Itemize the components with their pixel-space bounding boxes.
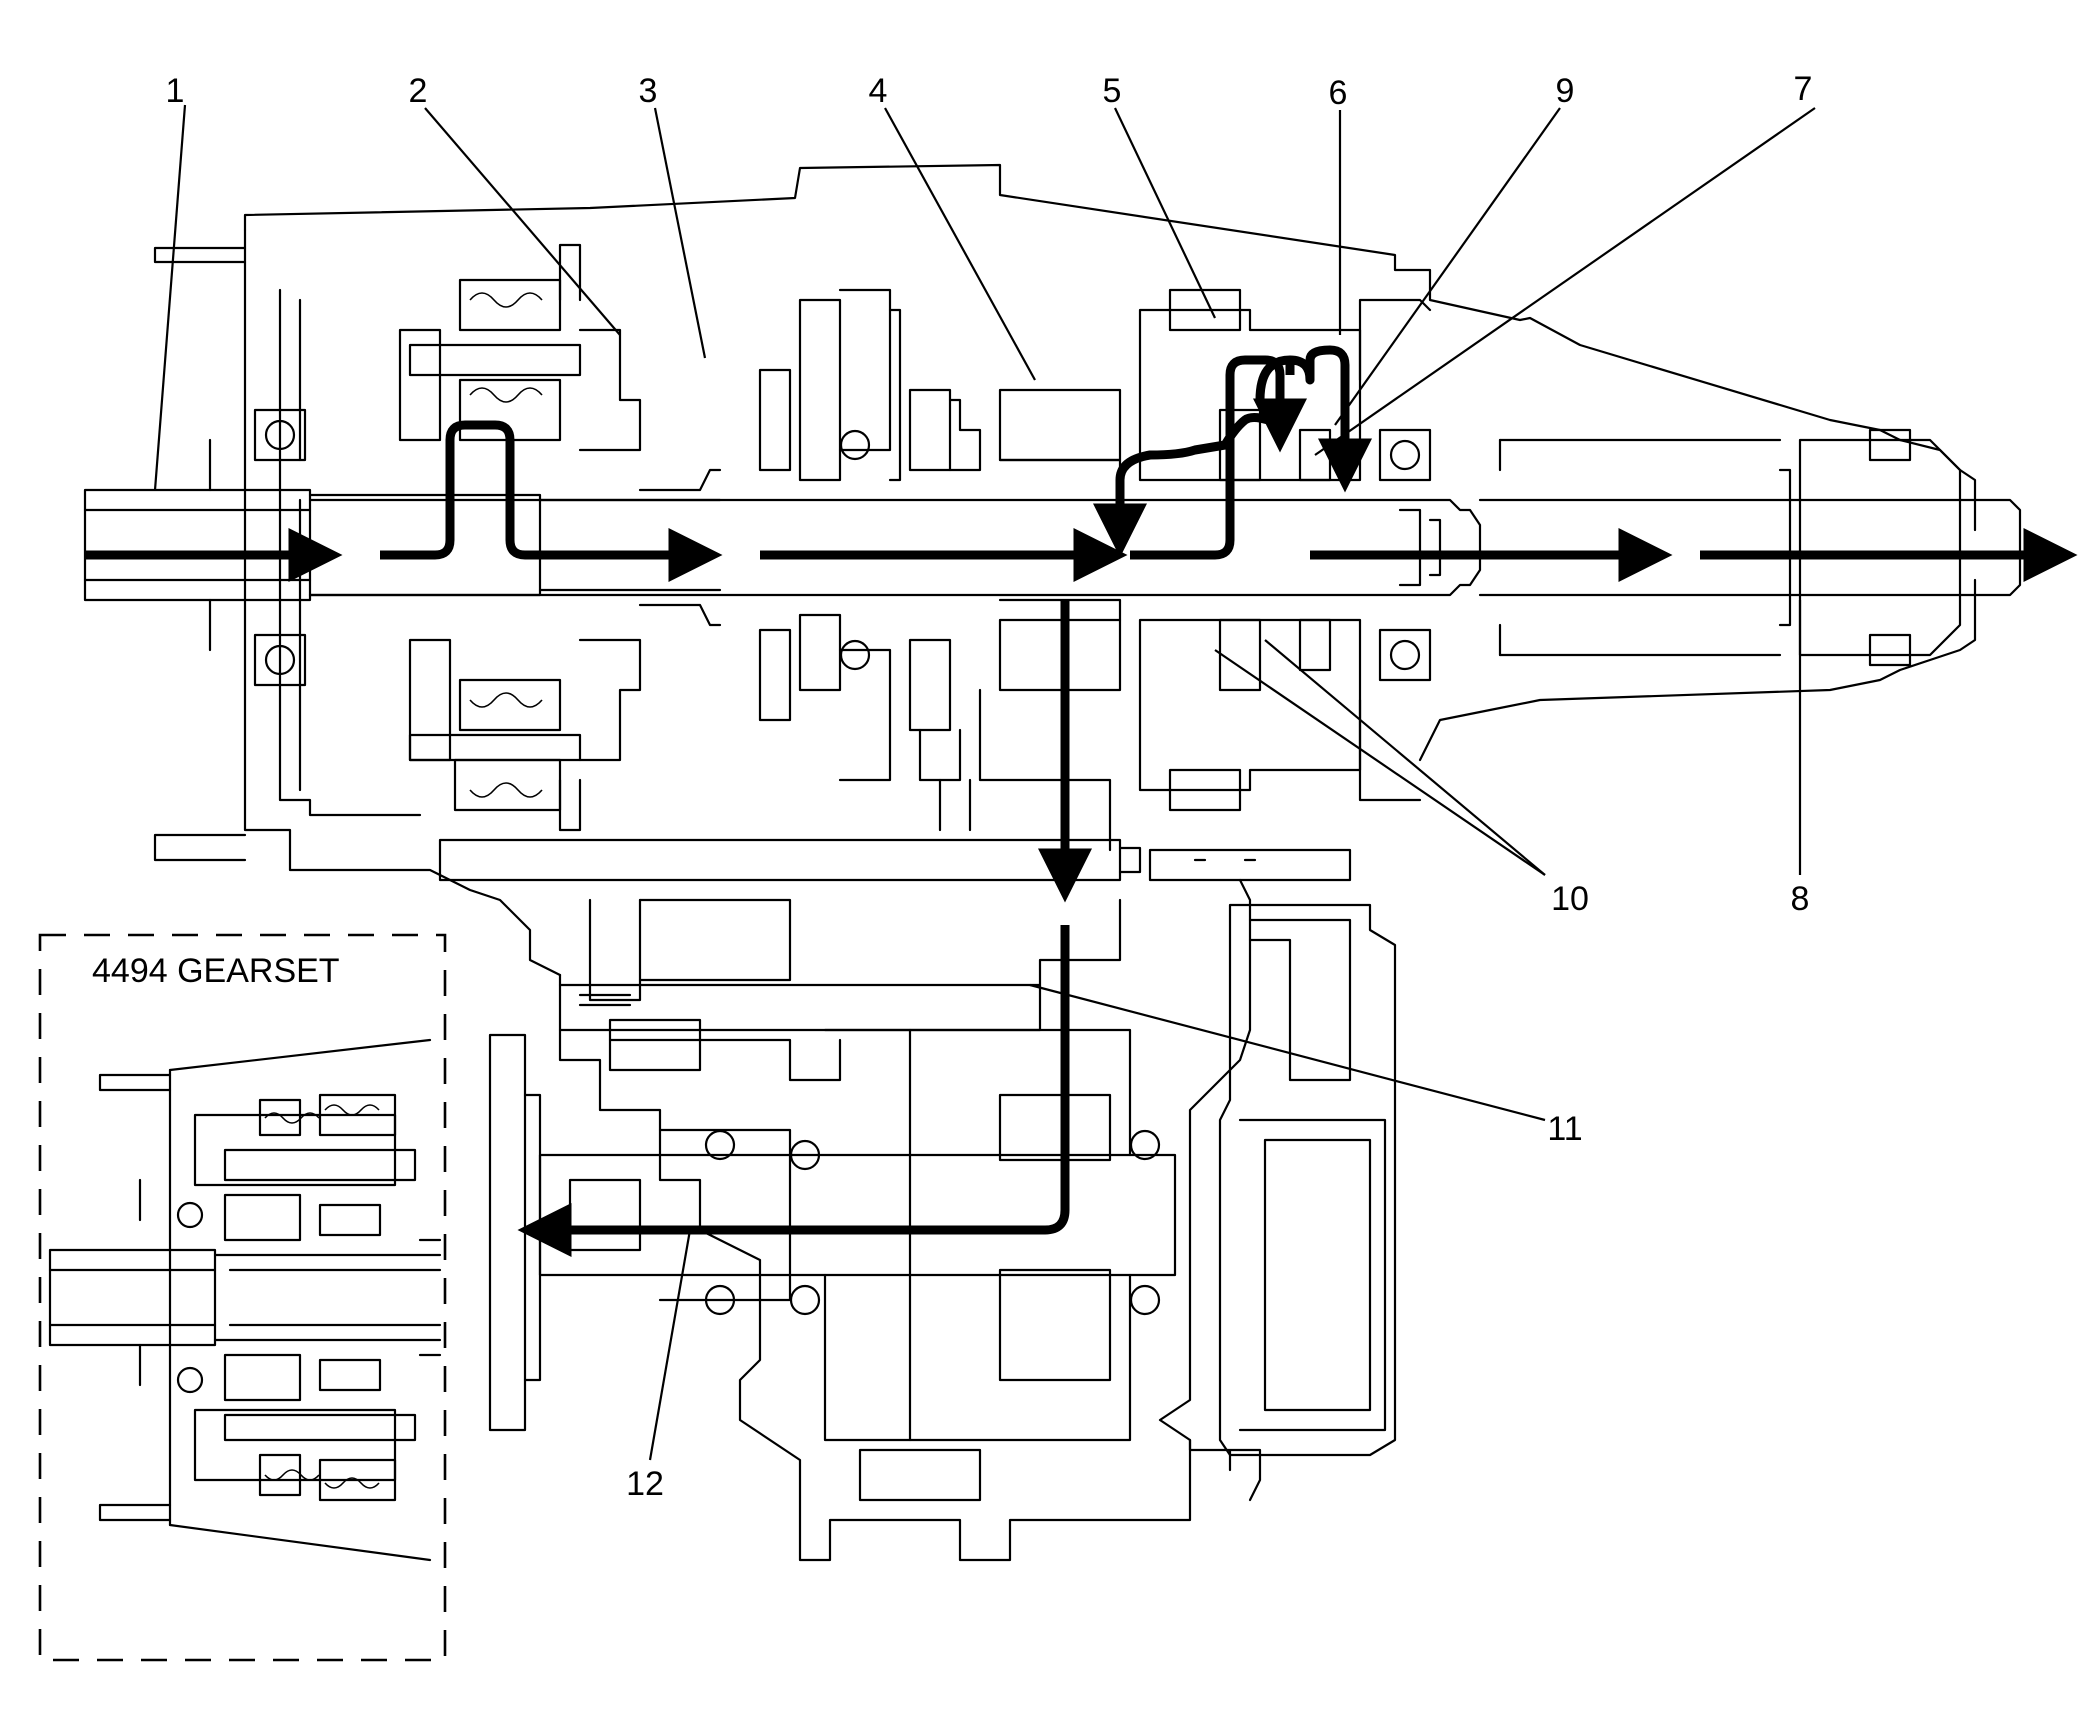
callout-5: 5 [1103, 72, 1122, 110]
flow-clutch-hump [1255, 345, 1345, 470]
callout-leaders [153, 104, 1816, 1461]
flow-through-planetary [380, 420, 723, 582]
chain-and-countershaft [438, 838, 1142, 1082]
callout-11: 11 [1547, 1110, 1582, 1148]
callout-labels: 1 2 3 4 5 6 9 7 10 8 11 12 [166, 70, 1813, 1503]
callout-9: 9 [1556, 72, 1575, 110]
flow-front-output [517, 925, 1070, 1257]
inset-frame [38, 933, 447, 1662]
front-output-shaft [538, 1028, 1177, 1502]
callout-12: 12 [626, 1465, 664, 1503]
callout-2: 2 [409, 72, 428, 110]
power-flow-paths [85, 345, 2078, 1257]
inset-title: 4494 GEARSET [92, 952, 340, 990]
callout-4: 4 [869, 72, 888, 110]
callout-8: 8 [1791, 880, 1810, 918]
callout-10: 10 [1551, 880, 1589, 918]
mainshaft [308, 468, 1482, 627]
gearset-inset: 4494 GEARSET [38, 933, 447, 1662]
planetary-gearset [398, 243, 642, 832]
callout-7: 7 [1794, 70, 1813, 108]
callout-1: 1 [166, 72, 185, 110]
callout-6: 6 [1329, 74, 1348, 112]
input-shaft [83, 408, 722, 687]
range-shift-section [758, 288, 982, 832]
flow-clutch-loop-down [1093, 413, 1285, 558]
drive-sprocket [978, 388, 1122, 852]
clutch-pack [1138, 288, 1432, 812]
callout-3: 3 [639, 72, 658, 110]
